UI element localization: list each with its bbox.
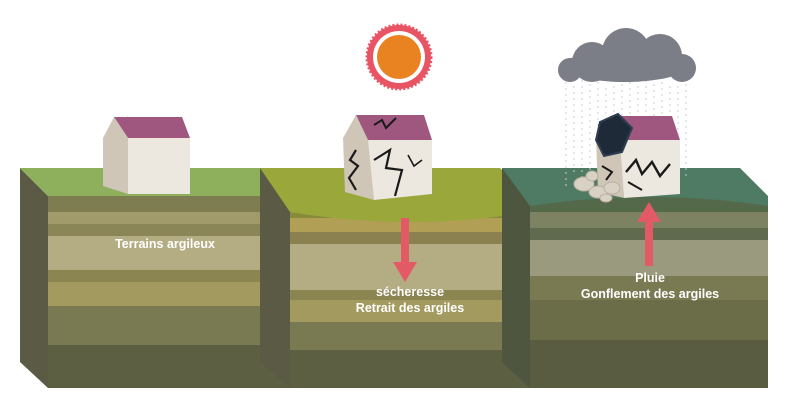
soil-layer	[290, 300, 530, 322]
soil-layer	[48, 270, 290, 282]
crack	[407, 154, 423, 168]
sun-icon	[365, 23, 433, 91]
soil-layer	[48, 345, 290, 388]
crack	[627, 181, 643, 191]
soil-block-drought	[260, 23, 530, 388]
soil-layer	[290, 322, 530, 350]
label-line: Retrait des argiles	[355, 301, 465, 315]
label-line: Gonflement des argiles	[580, 287, 720, 301]
soil-layer	[48, 236, 290, 270]
label-line: Pluie	[635, 271, 665, 285]
house-cracked	[343, 115, 432, 200]
soil-layer	[290, 290, 530, 300]
label-line: sécheresse	[375, 285, 445, 299]
soil-layer	[530, 300, 768, 340]
block-side-face	[502, 168, 530, 388]
crack	[601, 165, 614, 181]
label-secheresse: sécheresse Retrait des argiles	[330, 284, 490, 316]
soil-layer	[290, 232, 530, 244]
block-side-face	[20, 168, 48, 388]
rain-cloud-icon	[558, 28, 696, 82]
wall-hole	[594, 112, 634, 158]
crack	[373, 117, 397, 130]
soil-layer	[48, 196, 290, 212]
soil-layer	[48, 212, 290, 224]
soil-layer	[530, 340, 768, 388]
label-pluie: Pluie Gonflement des argiles	[560, 270, 740, 302]
crack	[373, 147, 404, 197]
house-intact	[103, 116, 190, 194]
crack	[625, 157, 671, 179]
soil-block-normal	[20, 116, 290, 388]
soil-layer	[48, 224, 290, 236]
label-line: Terrains argileux	[115, 237, 215, 251]
swell-arrow-up	[637, 202, 661, 266]
soil-layer	[530, 276, 768, 300]
soil-layer	[290, 350, 530, 388]
soil-layer	[290, 218, 530, 232]
shrink-arrow-down	[393, 218, 417, 282]
soil-block-rain	[502, 28, 768, 388]
block-side-face	[260, 168, 290, 388]
crack	[347, 149, 360, 191]
house-damaged	[594, 112, 680, 198]
soil-layer	[48, 282, 290, 306]
soil-layer	[48, 306, 290, 345]
label-terrains-argileux: Terrains argileux	[110, 236, 220, 252]
rubble	[573, 170, 621, 203]
